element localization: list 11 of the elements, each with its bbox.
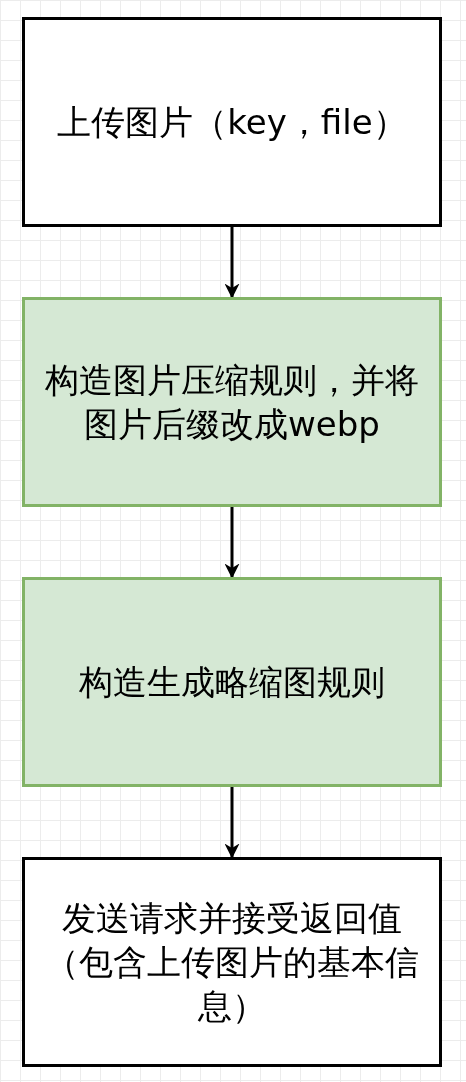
process-box [22,577,442,787]
box-text: 发送请求并接受返回值（包含上传图片的基本信息） [44,896,420,1029]
process-box [22,857,442,1067]
box-text: 构造生成略缩图规则 [79,660,385,704]
box-text: 上传图片（key，file） [57,100,407,144]
arrow [224,507,240,579]
process-box [22,297,442,507]
process-box [22,17,442,227]
arrow [224,227,240,299]
arrow [224,787,240,859]
box-text: 构造图片压缩规则，并将图片后缀改成webp [44,358,420,446]
